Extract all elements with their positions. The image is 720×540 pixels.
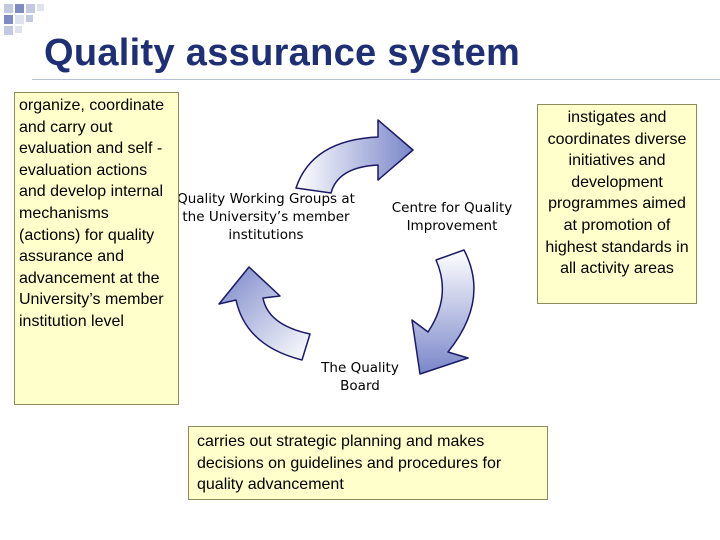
page-title: Quality assurance system	[44, 32, 521, 74]
checkered-squares-icon	[4, 4, 44, 35]
note-box-working-groups: organize, coordinate and carry out evalu…	[14, 92, 179, 405]
cycle-arrow-left	[218, 266, 311, 361]
cycle-arrow-top	[295, 119, 414, 194]
node-quality-board: The Quality Board	[321, 360, 399, 394]
node-quality-working-groups: Quality Working Groups at the University…	[177, 191, 355, 243]
note-box-centre: instigates and coordinates diverse initi…	[537, 104, 697, 304]
title-divider	[32, 79, 720, 80]
node-centre-for-quality-improvement: Centre for Quality Improvement	[391, 200, 513, 234]
cycle-arrow-right	[411, 249, 475, 375]
note-box-quality-board: carries out strategic planning and makes…	[188, 426, 548, 500]
